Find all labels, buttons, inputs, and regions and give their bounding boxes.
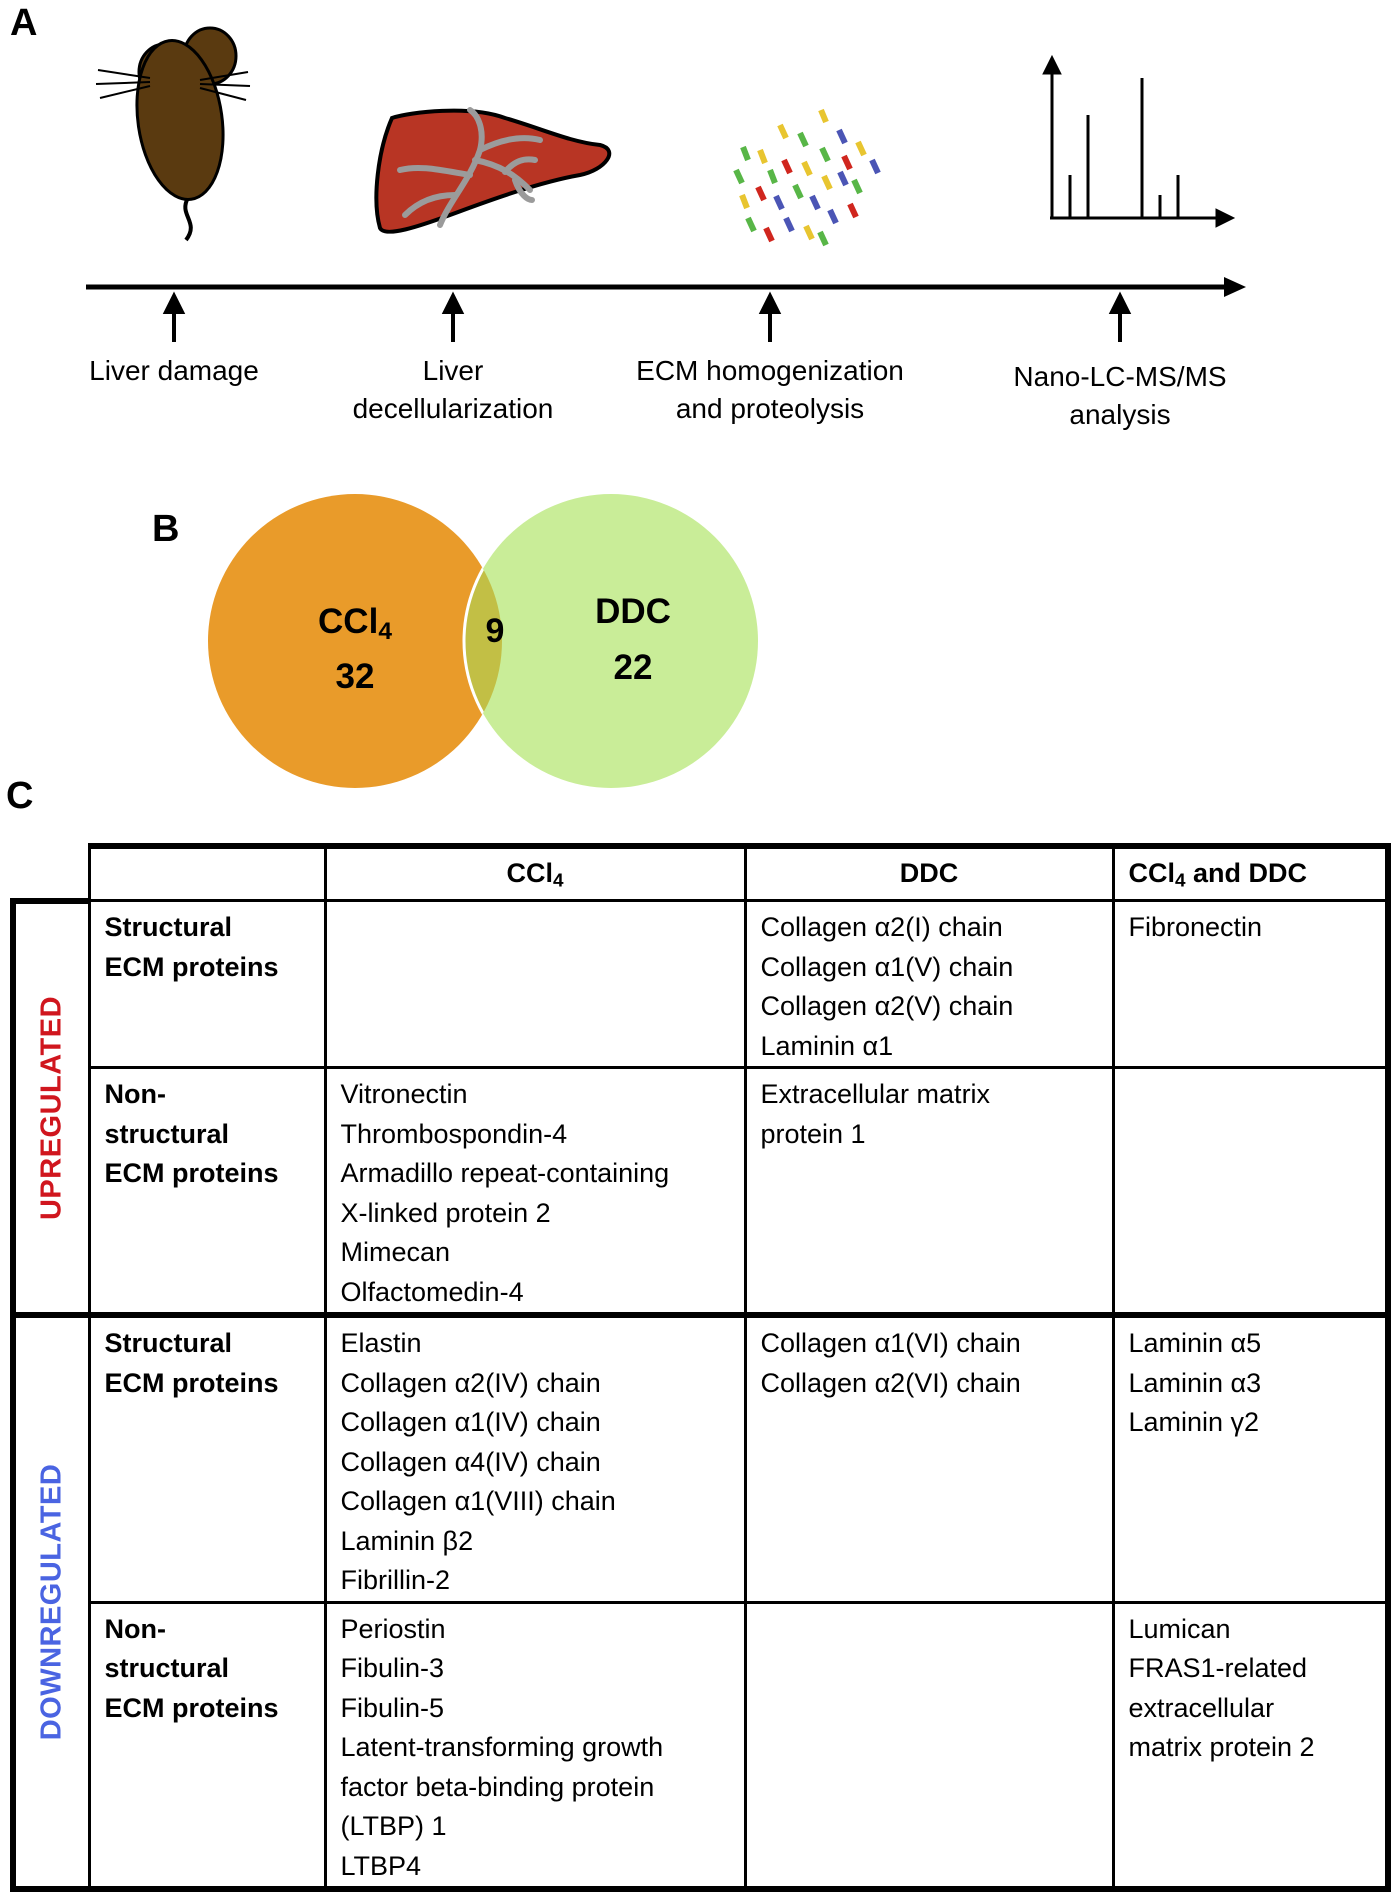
list-item: Extracellular matrix [760,1079,991,1109]
list-item: Collagen α2(I) chain [760,912,1003,942]
list-item: X-linked protein 2 [340,1197,551,1228]
up-nonstructural-ccl4: Vitronectin Thrombospondin-4 Armadillo r… [323,1066,747,1317]
down-structural-category: Structural ECM proteins [87,1312,327,1604]
mouse-icon [95,26,251,242]
list-item: Fibulin-5 [340,1692,445,1723]
list-item: Fibronectin [1128,912,1263,942]
venn-count-ccl4: 32 [335,657,375,696]
ecm-protein-table: CCl4 DDC CCl4 and DDC UPREGULATED Struct… [10,843,1391,1892]
up-structural-both: Fibronectin [1111,899,1391,1069]
down-structural-ccl4: Elastin Collagen α2(IV) chain Collagen α… [323,1312,747,1604]
upregulated-label-cell: UPREGULATED [10,897,91,1317]
up-structural-ccl4 [323,899,747,1069]
list-item: Elastin [340,1328,422,1358]
up-nonstructural-category: Non- structural ECM proteins [87,1066,327,1317]
workflow-diagram [86,26,1246,788]
list-item: Thrombospondin-4 [340,1118,568,1149]
list-item: Laminin α5 [1128,1328,1262,1358]
venn-diagram [208,494,758,788]
list-item: Collagen α1(VI) chain [760,1328,1021,1358]
spectrum-icon [1042,54,1236,228]
up-structural-row: UPREGULATED Structural ECM proteins Coll… [10,897,1391,1317]
down-nonstructural-both: Lumican FRAS1-related extracellular matr… [1111,1600,1391,1892]
list-item: Collagen α4(IV) chain [340,1446,601,1477]
down-structural-both: Laminin α5 Laminin α3 Laminin γ2 [1111,1312,1391,1604]
step-label-homogenization: ECM homogenization and proteolysis [636,355,904,424]
up-nonstructural-ddc: Extracellular matrix protein 1 [743,1066,1115,1317]
down-nonstructural-ddc [743,1600,1115,1892]
step-arrows [162,291,1132,342]
list-item: Periostin [340,1613,446,1644]
list-item: Armadillo repeat-containing [340,1158,670,1188]
list-item: matrix protein 2 [1128,1732,1315,1762]
list-item: Latent-transforming growth [340,1732,664,1762]
header-both: CCl4 and DDC [1111,843,1391,902]
list-item: Laminin β2 [340,1525,474,1556]
up-nonstructural-both [1111,1066,1391,1317]
list-item: Laminin γ2 [1128,1407,1260,1437]
header-empty-cat [87,843,327,902]
header-ccl4: CCl4 [323,843,747,902]
down-nonstructural-category: Non- structural ECM proteins [87,1600,327,1892]
peptide-fragments-icon [733,108,881,247]
step-label-liver-damage: Liver damage [89,355,259,386]
venn-count-ddc: 22 [613,648,653,687]
list-item: Collagen α2(VI) chain [760,1367,1021,1398]
list-item: (LTBP) 1 [340,1811,447,1841]
header-ddc: DDC [743,843,1115,902]
list-item: factor beta-binding protein [340,1771,655,1802]
list-item: Laminin α1 [760,1030,894,1061]
timeline-arrow [86,277,1246,297]
venn-label-ccl4: CCl4 [318,602,392,646]
list-item: Collagen α1(IV) chain [340,1407,601,1437]
header-row: CCl4 DDC CCl4 and DDC [13,843,1391,902]
down-nonstructural-row: Non- structural ECM proteins Periostin F… [13,1600,1391,1892]
step-label-nano-lc: Nano-LC-MS/MS analysis [1013,361,1227,430]
list-item: Fibrillin-2 [340,1565,451,1595]
list-item: Mimecan [340,1237,451,1267]
venn-circle-ddc [464,494,758,788]
list-item: Collagen α1(V) chain [760,951,1014,982]
down-structural-ddc: Collagen α1(VI) chain Collagen α2(VI) ch… [743,1312,1115,1604]
header-empty-reg [13,846,91,902]
list-item: FRAS1-related [1128,1653,1308,1683]
list-item: extracellular [1128,1692,1275,1723]
list-item: Collagen α2(IV) chain [340,1367,601,1398]
down-nonstructural-ccl4: Periostin Fibulin-3 Fibulin-5 Latent-tra… [323,1600,747,1892]
venn-label-ddc: DDC [595,592,671,631]
downregulated-label-cell: DOWNREGULATED [10,1312,91,1892]
upregulated-label: UPREGULATED [35,995,67,1220]
venn-count-overlap: 9 [485,612,505,650]
down-structural-row: DOWNREGULATED Structural ECM proteins El… [10,1312,1391,1892]
panel-letter-a: A [10,2,38,44]
downregulated-label: DOWNREGULATED [35,1463,67,1741]
list-item: Olfactomedin-4 [340,1276,524,1307]
panel-letter-c: C [6,775,34,817]
list-item: Collagen α1(VIII) chain [340,1486,616,1516]
up-structural-ddc: Collagen α2(I) chain Collagen α1(V) chai… [743,899,1115,1069]
list-item: Lumican [1128,1613,1231,1644]
up-nonstructural-row: Non- structural ECM proteins Vitronectin… [13,1066,1391,1317]
list-item: Fibulin-3 [340,1653,445,1683]
list-item: protein 1 [760,1118,866,1149]
list-item: Collagen α2(V) chain [760,991,1014,1021]
step-label-decellularization: Liver decellularization [352,355,554,424]
list-item: Laminin α3 [1128,1367,1262,1398]
list-item: Vitronectin [340,1079,468,1109]
panel-letter-b: B [152,508,180,550]
up-structural-category: Structural ECM proteins [87,899,327,1069]
liver-icon [374,107,612,234]
list-item: LTBP4 [340,1850,422,1881]
venn-circle-ccl4 [208,494,502,788]
